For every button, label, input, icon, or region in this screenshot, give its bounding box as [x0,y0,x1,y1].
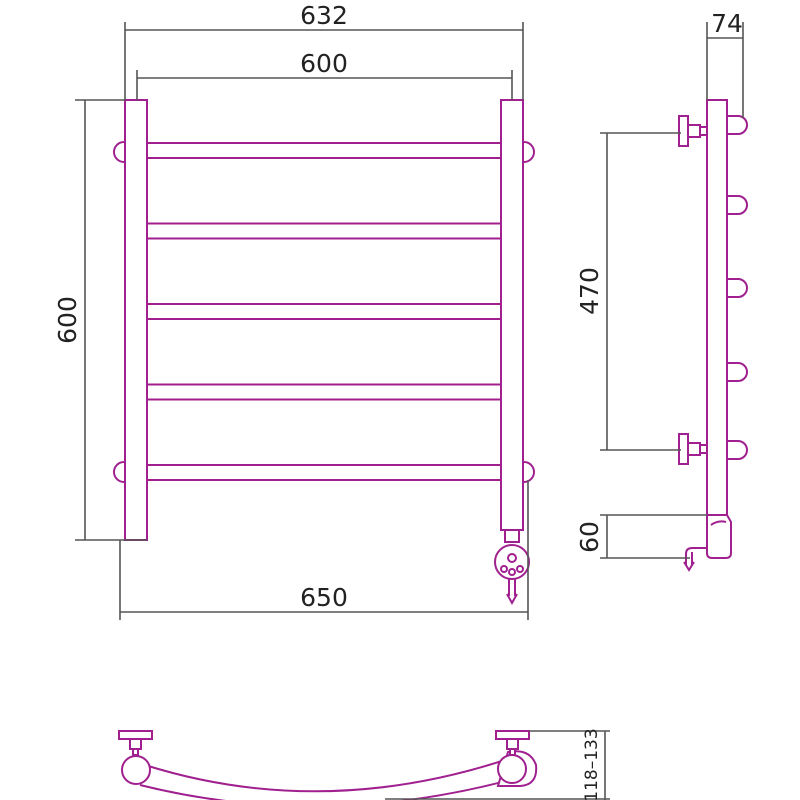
top-wall-mount [678,115,708,147]
dim-mount-spacing: 470 [575,267,604,315]
rung-end [726,278,748,298]
left-upright [124,99,148,541]
right-upright [500,99,524,531]
side-view: 74 470 60 [575,9,748,572]
bottom-wall-mount [678,433,708,465]
dim-wall-distance: 118–133 [582,728,602,800]
heating-element-icon [494,529,530,606]
rung-end [726,440,748,460]
dim-total-width: 650 [300,583,348,612]
rung [139,303,509,320]
rungs [139,142,509,481]
dim-depth: 74 [711,9,743,38]
side-upright [706,99,728,516]
wall-distance-lines [385,730,610,800]
rung-end [726,195,748,215]
rung-ends [726,115,748,460]
front-view: 632 600 600 650 [53,1,535,620]
dim-overall-width: 632 [300,1,348,30]
right-mount [495,730,530,784]
curved-rail-lower [139,779,511,800]
dim-height: 600 [53,296,82,344]
curved-rail-upper [144,759,506,793]
top-view: 118–133 [118,728,610,800]
left-mount [118,730,153,785]
side-dimension-lines [600,22,744,559]
side-heating-element [683,514,732,572]
rung [139,383,509,401]
dim-center-distance: 600 [300,49,348,78]
rung-end [726,362,748,382]
rung-end [726,115,748,135]
dim-element-height: 60 [575,521,604,553]
rung [139,142,509,159]
rung [139,464,509,481]
dimension-lines [75,22,529,620]
rung [139,222,509,240]
